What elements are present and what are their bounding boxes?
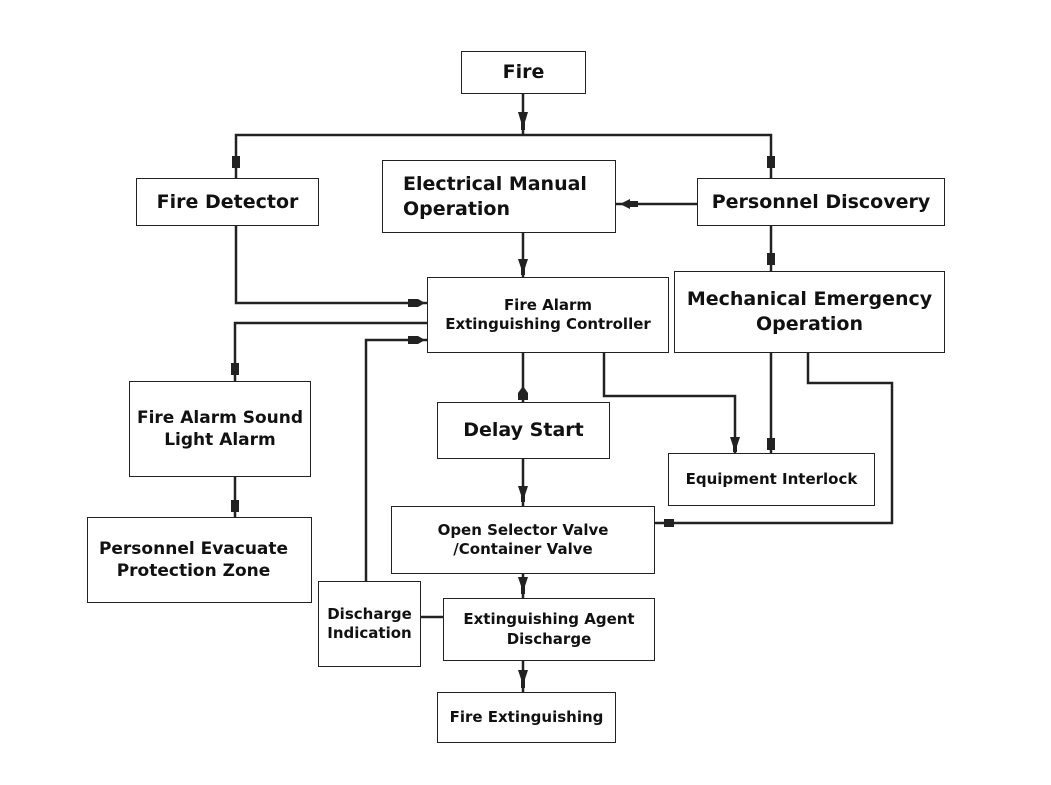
- arrow-marker: [518, 112, 528, 130]
- arrow-marker: [518, 670, 528, 688]
- arrow-marker: [231, 500, 239, 512]
- node-fire-alarm-sound-light-alarm: Fire Alarm Sound Light Alarm: [129, 381, 311, 477]
- arrow-marker: [767, 253, 775, 265]
- arrow-marker: [231, 363, 239, 375]
- arrow-marker: [518, 386, 528, 400]
- node-personnel-evacuate-protection-zone: Personnel Evacuate Protection Zone: [87, 517, 312, 603]
- arrow-marker: [518, 486, 528, 502]
- node-personnel-discovery: Personnel Discovery: [697, 178, 945, 226]
- edge-mechanical-to-valve: [654, 353, 894, 525]
- arrow-marker: [620, 199, 630, 209]
- edge-indication-to-controller: [364, 338, 427, 581]
- arrow-marker: [232, 156, 240, 168]
- arrow-marker: [730, 437, 740, 452]
- arrow-marker: [664, 519, 674, 527]
- node-discharge-indication: Discharge Indication: [318, 581, 421, 667]
- edge-controller-to-interlock: [602, 353, 737, 453]
- node-fire-extinguishing: Fire Extinguishing: [437, 692, 616, 743]
- node-fire-alarm-extinguishing-controller: Fire Alarm Extinguishing Controller: [427, 277, 669, 353]
- edge-detector-to-controller: [234, 226, 427, 305]
- arrow-marker: [408, 299, 425, 307]
- arrow-marker: [408, 336, 425, 344]
- arrow-marker: [767, 438, 775, 450]
- arrow-marker: [518, 259, 528, 275]
- arrow-marker: [767, 156, 775, 168]
- edge-controller-to-alarm: [233, 321, 427, 381]
- node-mechanical-emergency-operation: Mechanical Emergency Operation: [674, 271, 945, 353]
- node-open-selector-valve: Open Selector Valve /Container Valve: [391, 506, 655, 574]
- node-fire: Fire: [461, 51, 586, 94]
- node-equipment-interlock: Equipment Interlock: [668, 453, 875, 506]
- node-extinguishing-agent-discharge: Extinguishing Agent Discharge: [443, 598, 655, 661]
- arrow-marker: [518, 577, 528, 594]
- node-electrical-manual-operation: Electrical Manual Operation: [382, 160, 616, 233]
- node-delay-start: Delay Start: [437, 402, 610, 459]
- node-fire-detector: Fire Detector: [136, 178, 319, 226]
- arrow-marker: [628, 201, 638, 207]
